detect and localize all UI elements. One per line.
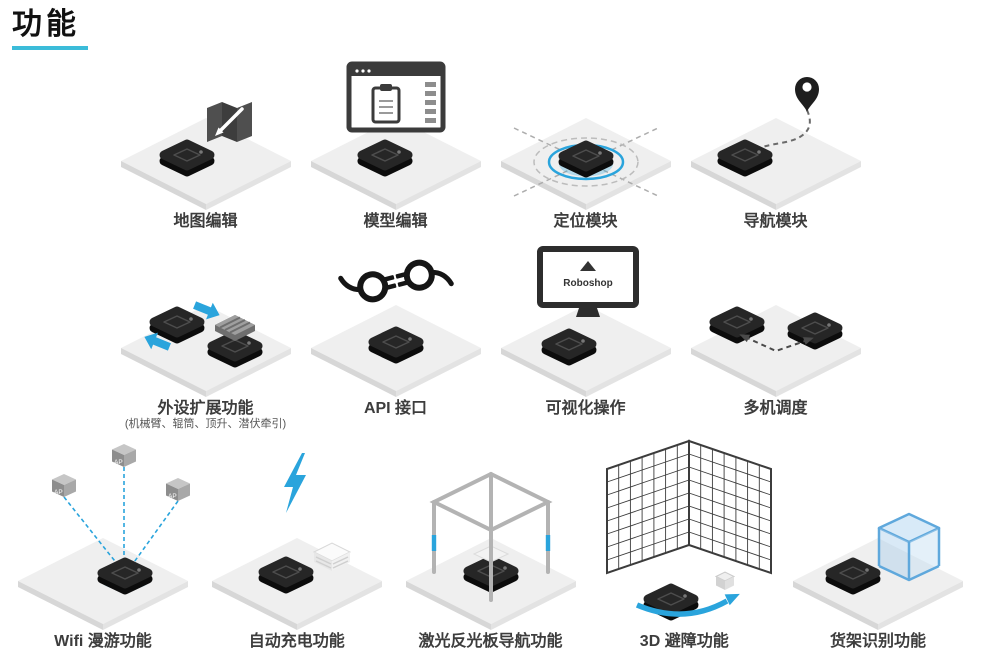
- swap-arrow-left: [143, 332, 171, 351]
- app-window-glyph: [346, 61, 445, 133]
- peripheral-expansion-icon: [120, 301, 291, 397]
- connector-plugs-glyph: [337, 259, 454, 303]
- feature-label: 自动充电功能: [248, 633, 345, 650]
- feature-row-3: AP AP AP Wifi 漫游功能: [0, 435, 981, 651]
- navigation-icon: [690, 77, 861, 210]
- auto-charging-icon: [211, 453, 382, 630]
- laser-reflector-navigation-icon: [405, 471, 576, 630]
- feature-label: 导航模块: [743, 213, 808, 230]
- lightning-bolt-icon: [283, 453, 306, 513]
- roller-conveyor-glyph: [214, 315, 255, 341]
- feature-label: Wifi 漫游功能: [54, 633, 152, 650]
- robot: [164, 144, 210, 172]
- monitor-glyph: Roboshop: [536, 246, 639, 317]
- feature-tile-model-editing: 模型编辑: [301, 50, 491, 231]
- page-title: 功能: [12, 8, 80, 41]
- 3d-obstacle-avoidance-icon: [606, 439, 773, 630]
- multi-robot-scheduling-icon: [690, 305, 861, 397]
- feature-label: 3D 避障功能: [639, 633, 729, 650]
- feature-tile-multi-robot-scheduling: 多机调度: [681, 237, 871, 418]
- feature-tile-peripheral-expansion: 外设扩展功能 (机械臂、辊筒、顶升、潜伏牵引): [111, 237, 301, 431]
- feature-label: 货架识别功能: [829, 633, 926, 650]
- shelf-cube-glyph: [877, 512, 941, 582]
- grid-walls-glyph: [606, 439, 773, 575]
- avoidance-arrowhead: [724, 593, 741, 606]
- reflector-strip: [545, 535, 550, 551]
- feature-row-1: 地图编辑: [0, 50, 981, 231]
- feature-tile-laser-reflector-navigation: 激光反光板导航功能: [396, 435, 586, 651]
- feature-label: 定位模块: [553, 213, 618, 230]
- ap-label: AP: [114, 459, 123, 466]
- feature-tile-positioning-module: 定位模块: [491, 50, 681, 231]
- robot: [563, 145, 609, 173]
- grid-lines: [607, 445, 772, 569]
- monitor-brand-text: Roboshop: [563, 278, 612, 289]
- model-edit-icon: [310, 61, 481, 210]
- feature-tile-navigation-module: 导航模块: [681, 50, 871, 231]
- dispatch-arrows-glyph: [738, 334, 814, 353]
- map-edit-icon: [120, 102, 291, 210]
- feature-row-2: 外设扩展功能 (机械臂、辊筒、顶升、潜伏牵引) API 接口: [0, 237, 981, 431]
- robot: [792, 317, 838, 345]
- robot: [362, 144, 408, 172]
- robot: [373, 331, 419, 359]
- map-glyph: [206, 102, 252, 142]
- brand-logo-icon: [579, 261, 596, 271]
- charging-dock-glyph: [312, 542, 351, 571]
- feature-label: 模型编辑: [363, 213, 428, 230]
- robot: [830, 562, 876, 590]
- ap-box: AP: [52, 474, 76, 497]
- ap-label: AP: [168, 493, 177, 500]
- ap-box: AP: [112, 444, 136, 467]
- feature-tile-auto-charging: 自动充电功能: [202, 435, 392, 651]
- title-underline: [12, 46, 88, 50]
- wifi-links: [63, 467, 179, 566]
- feature-label: 外设扩展功能: [157, 400, 254, 417]
- feature-tile-3d-obstacle-avoidance: 3D 避障功能: [589, 435, 779, 651]
- platform: [690, 118, 861, 210]
- feature-label: 可视化操作: [545, 400, 626, 417]
- roller-robot: [212, 315, 258, 363]
- positioning-icon: [500, 118, 671, 210]
- api-icon: [310, 259, 481, 397]
- robot: [154, 311, 200, 339]
- robot: [102, 562, 148, 590]
- visual-operation-icon: Roboshop: [500, 246, 671, 397]
- feature-tile-wifi-roaming: AP AP AP Wifi 漫游功能: [8, 435, 198, 651]
- feature-label: 多机调度: [743, 400, 808, 417]
- clipboard-glyph: [371, 84, 400, 124]
- obstacle-box: [715, 571, 736, 590]
- swap-arrow-right: [192, 301, 220, 320]
- location-pin-glyph: [794, 77, 819, 112]
- wifi-roaming-icon: AP AP AP: [18, 444, 190, 630]
- ap-box: AP: [166, 478, 190, 501]
- feature-tile-map-editing: 地图编辑: [111, 50, 301, 231]
- feature-label: 地图编辑: [173, 213, 238, 230]
- feature-tile-visual-operation: Roboshop 可视化操作: [491, 237, 681, 418]
- feature-label: 激光反光板导航功能: [418, 633, 563, 650]
- robot: [263, 561, 309, 589]
- shelf-recognition-icon: [793, 512, 963, 630]
- feature-tile-api-interface: API 接口: [301, 237, 491, 418]
- robot: [546, 333, 592, 361]
- window-list-glyph: [424, 82, 436, 123]
- feature-tile-shelf-recognition: 货架识别功能: [783, 435, 973, 651]
- avoidance-arrow: [636, 598, 729, 617]
- platform: [120, 305, 291, 397]
- robot: [722, 144, 768, 172]
- feature-label: API 接口: [363, 400, 428, 417]
- feature-sublabel: (机械臂、辊筒、顶升、潜伏牵引): [124, 418, 287, 430]
- page-header: 功能: [0, 0, 981, 50]
- reflector-strip: [431, 535, 436, 551]
- ap-label: AP: [54, 489, 63, 496]
- robot: [714, 311, 760, 339]
